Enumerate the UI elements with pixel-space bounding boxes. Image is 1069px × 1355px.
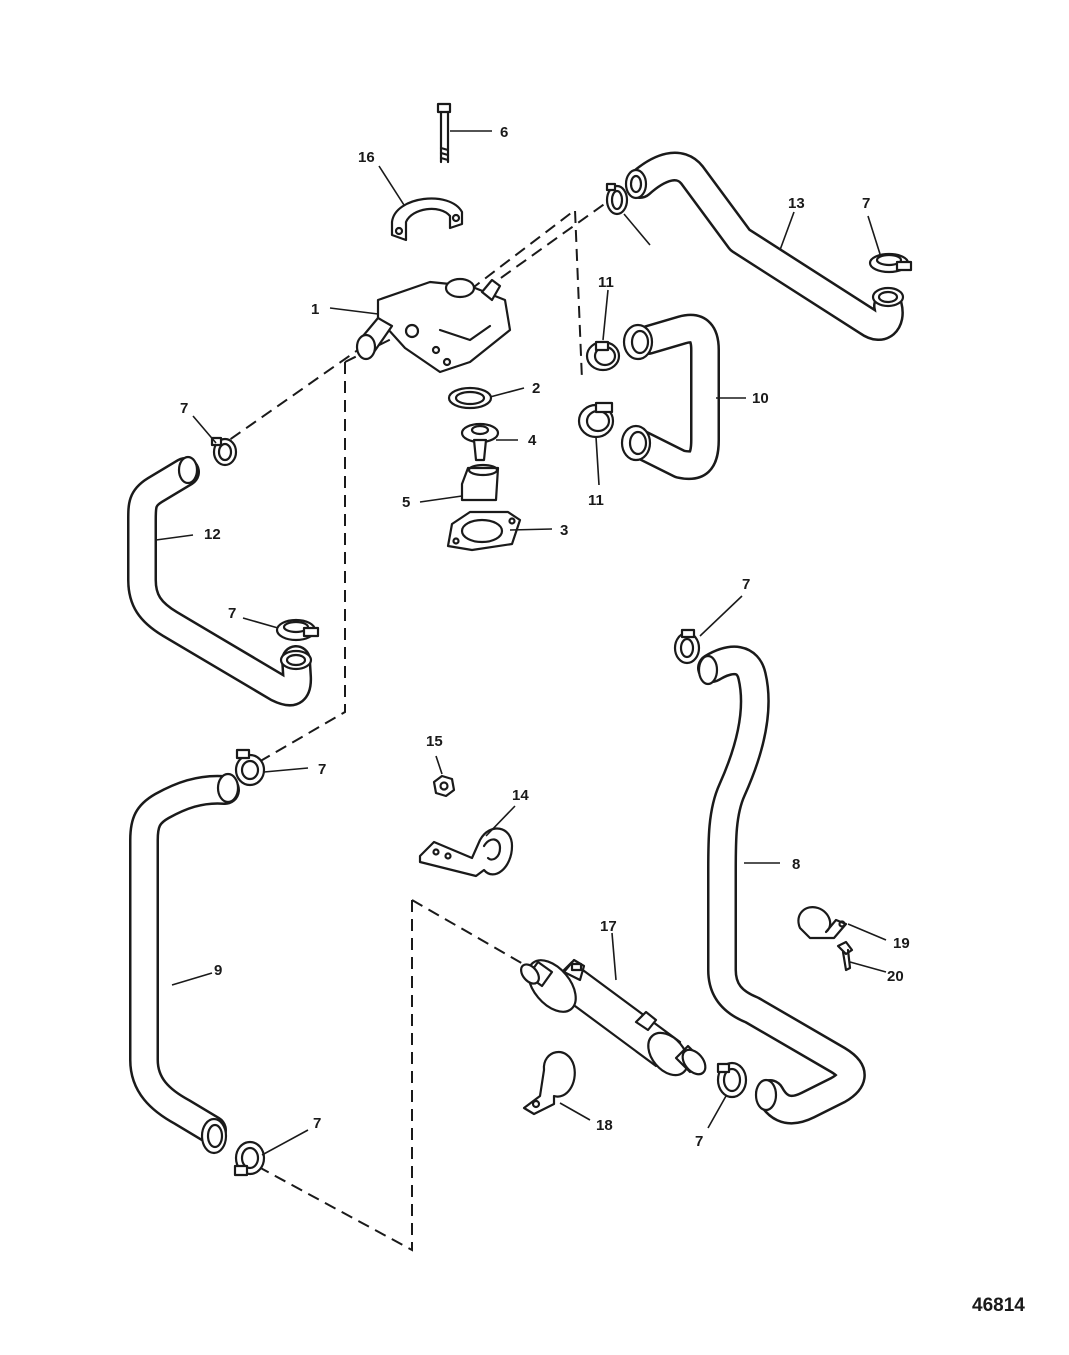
clamp-hose-12-top bbox=[210, 436, 238, 467]
callout-1: 1 bbox=[311, 301, 319, 318]
clamp-11-upper bbox=[585, 340, 621, 372]
callout-12: 12 bbox=[204, 526, 221, 543]
clamp-hose-8-top bbox=[673, 628, 701, 665]
clamp-18 bbox=[522, 1050, 576, 1116]
clip-14 bbox=[418, 827, 514, 878]
callout-14: 14 bbox=[512, 787, 529, 804]
callout-2: 2 bbox=[532, 380, 540, 397]
hose-8 bbox=[697, 645, 866, 1125]
callout-7f: 7 bbox=[313, 1115, 321, 1132]
hose-12 bbox=[127, 455, 313, 707]
callout-18: 18 bbox=[596, 1117, 613, 1134]
callout-7g: 7 bbox=[695, 1133, 703, 1150]
screw-20 bbox=[836, 940, 854, 972]
callout-10: 10 bbox=[752, 390, 769, 407]
callout-6: 6 bbox=[500, 124, 508, 141]
base-gasket-3 bbox=[446, 510, 522, 552]
hose-13 bbox=[624, 151, 905, 341]
callout-7d: 7 bbox=[742, 576, 750, 593]
thermostat-4 bbox=[460, 422, 500, 462]
callout-4: 4 bbox=[528, 432, 537, 449]
callout-7e: 7 bbox=[318, 761, 326, 778]
sleeve-5 bbox=[460, 463, 500, 502]
callout-16: 16 bbox=[358, 149, 375, 166]
leader-lines bbox=[155, 130, 887, 1156]
callout-17: 17 bbox=[600, 918, 617, 935]
callout-11b: 11 bbox=[588, 492, 604, 509]
nut-15 bbox=[432, 774, 456, 798]
callout-13: 13 bbox=[788, 195, 805, 212]
gasket-ring-2 bbox=[447, 386, 493, 410]
hose-10 bbox=[620, 313, 720, 481]
clamp-hose-9-top bbox=[234, 748, 266, 787]
clamp-hose-13-end bbox=[868, 252, 913, 274]
callout-7c: 7 bbox=[228, 605, 236, 622]
clamp-hose-8-bottom bbox=[716, 1061, 748, 1099]
bolt-6 bbox=[436, 102, 452, 164]
callout-20: 20 bbox=[887, 968, 904, 985]
cooler-17 bbox=[520, 958, 707, 1077]
clamp-top-hose-13 bbox=[605, 182, 629, 216]
thermostat-housing-1 bbox=[355, 277, 512, 374]
callout-7a: 7 bbox=[862, 195, 870, 212]
callout-19: 19 bbox=[893, 935, 910, 952]
callout-3: 3 bbox=[560, 522, 568, 539]
callout-9: 9 bbox=[214, 962, 222, 979]
hose-9 bbox=[129, 772, 240, 1155]
clamp-hose-9-bottom bbox=[233, 1140, 266, 1177]
callout-7b: 7 bbox=[180, 400, 188, 417]
callout-15: 15 bbox=[426, 733, 443, 750]
callout-8: 8 bbox=[792, 856, 800, 873]
callout-11a: 11 bbox=[598, 274, 614, 291]
callouts: 1 2 3 4 5 6 16 13 7 11 10 11 7 12 7 7 7 … bbox=[180, 124, 910, 1150]
clamp-11-lower bbox=[577, 401, 615, 439]
clamp-hose-12-bottom bbox=[275, 618, 320, 642]
figure-number: 46814 bbox=[972, 1295, 1025, 1316]
bracket-16 bbox=[390, 197, 464, 242]
callout-5: 5 bbox=[402, 494, 410, 511]
hose-clamps bbox=[210, 182, 913, 1177]
bracket-19 bbox=[797, 906, 848, 940]
